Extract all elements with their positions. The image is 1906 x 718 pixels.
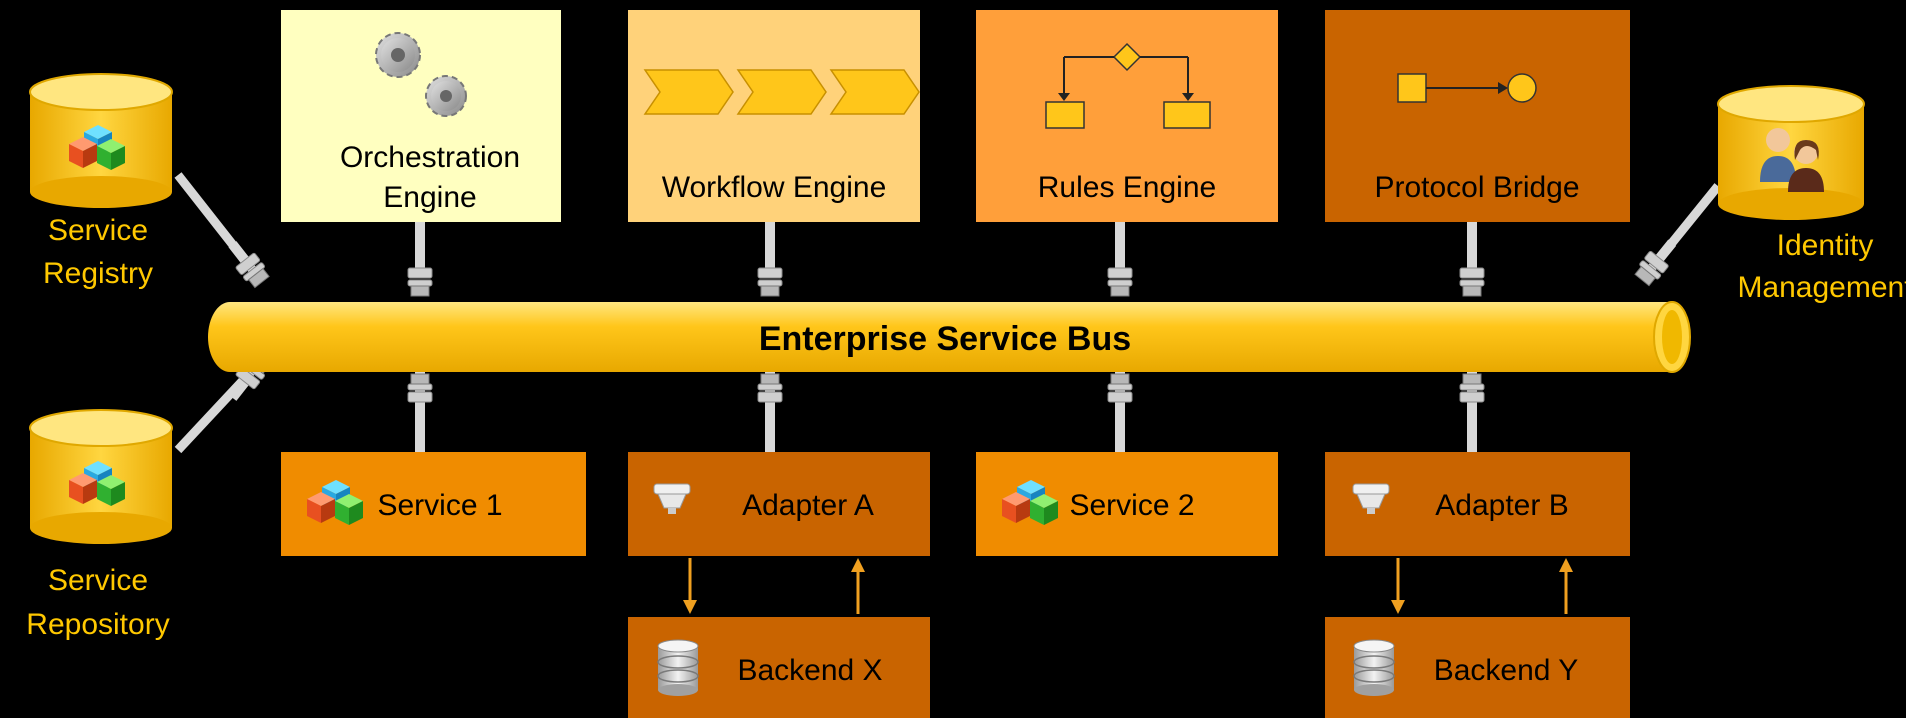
repository-label-line2: Repository	[26, 608, 169, 641]
database-icon	[1353, 639, 1395, 697]
identity-management-store: Identity Management	[1717, 85, 1906, 304]
service2-box: Service 2	[976, 452, 1278, 556]
square-to-circle-icon	[1397, 73, 1537, 103]
backendY-box: Backend Y	[1325, 617, 1630, 718]
registry-label-line1: Service	[48, 214, 148, 247]
backendX-to-adapterA-arrow	[851, 558, 865, 614]
workflow-label: Workflow Engine	[662, 171, 887, 204]
backendX-box: Backend X	[628, 617, 930, 718]
orchestration-label-line2: Engine	[383, 181, 476, 214]
rules-connector	[1107, 220, 1133, 297]
enterprise-service-bus: Enterprise Service Bus	[208, 301, 1691, 373]
adapterA-label: Adapter A	[742, 489, 874, 522]
protocol-connector	[1459, 220, 1485, 297]
adapterA-box: Adapter A	[628, 452, 930, 556]
adapterB-box: Adapter B	[1325, 452, 1630, 556]
rules-label: Rules Engine	[1038, 171, 1216, 204]
backendY-to-adapterB-arrow	[1559, 558, 1573, 614]
orchestration-label-line1: Orchestration	[340, 141, 520, 174]
service-registry-store: Service Registry	[29, 73, 173, 290]
backendX-label: Backend X	[737, 654, 882, 687]
service1-box: Service 1	[281, 452, 586, 556]
adapterB-to-backendY-arrow	[1391, 558, 1405, 614]
protocol-bridge-box: Protocol Bridge	[1325, 10, 1630, 222]
identity-label-line2: Management	[1737, 271, 1906, 304]
backendY-label: Backend Y	[1434, 654, 1579, 687]
adapterB-connector	[1459, 360, 1485, 452]
adapterB-label: Adapter B	[1435, 489, 1568, 522]
registry-connector	[174, 172, 272, 290]
decision-flowchart-icon	[1045, 42, 1211, 129]
workflow-connector	[757, 220, 783, 297]
gears-icon	[375, 32, 467, 117]
bus-label: Enterprise Service Bus	[759, 320, 1131, 358]
workflow-engine-box: Workflow Engine	[628, 10, 920, 222]
identity-label-line1: Identity	[1777, 229, 1874, 262]
workflow-chevrons-icon	[643, 69, 920, 115]
service2-connector	[1107, 360, 1133, 452]
users-icon	[1760, 128, 1824, 192]
registry-label-line2: Registry	[43, 257, 153, 290]
orchestration-engine-box: Orchestration Engine	[281, 10, 561, 222]
service2-label: Service 2	[1069, 489, 1194, 522]
service-repository-store: Service Repository	[26, 409, 173, 641]
protocol-label: Protocol Bridge	[1374, 171, 1579, 204]
service1-connector	[407, 360, 433, 452]
identity-connector	[1632, 183, 1722, 289]
repository-connector	[174, 352, 272, 454]
orchestration-connector	[407, 220, 433, 297]
service1-label: Service 1	[377, 489, 502, 522]
adapterA-to-backendX-arrow	[683, 558, 697, 614]
adapterA-connector	[757, 360, 783, 452]
repository-label-line1: Service	[48, 564, 148, 597]
database-icon	[657, 639, 699, 697]
rules-engine-box: Rules Engine	[976, 10, 1278, 222]
